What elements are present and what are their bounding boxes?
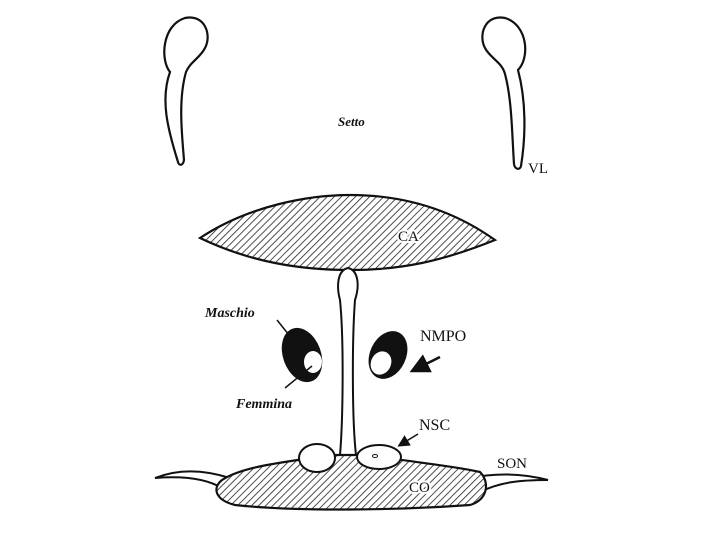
third-ventricle [337, 266, 359, 456]
label-maschio: Maschio [204, 306, 255, 321]
label-setto: Setto [338, 114, 365, 129]
right-lateral-ventricle [481, 16, 527, 170]
label-nsc: NSC [419, 417, 450, 434]
anterior-commissure [197, 193, 498, 272]
nmpo-left-female [304, 351, 322, 373]
nsc-right [356, 444, 402, 470]
label-co: CO [409, 480, 430, 496]
son-right [468, 473, 549, 494]
nsc-dot [372, 454, 378, 458]
nsc-left [298, 443, 336, 473]
female-pointer [284, 365, 313, 389]
label-nmpo: NMPO [420, 328, 466, 345]
male-pointer [276, 319, 298, 346]
label-vl: VL [528, 161, 548, 177]
label-femmina: Femmina [235, 397, 292, 412]
nmpo-left-male [281, 327, 323, 383]
left-lateral-ventricle [163, 16, 209, 166]
optic-chiasm [215, 453, 488, 511]
label-son: SON [497, 456, 527, 472]
nmpo-arrow [409, 354, 441, 373]
nsc-arrow [397, 433, 419, 447]
nmpo-right-inner [370, 351, 392, 375]
label-ca: CA [398, 229, 419, 245]
